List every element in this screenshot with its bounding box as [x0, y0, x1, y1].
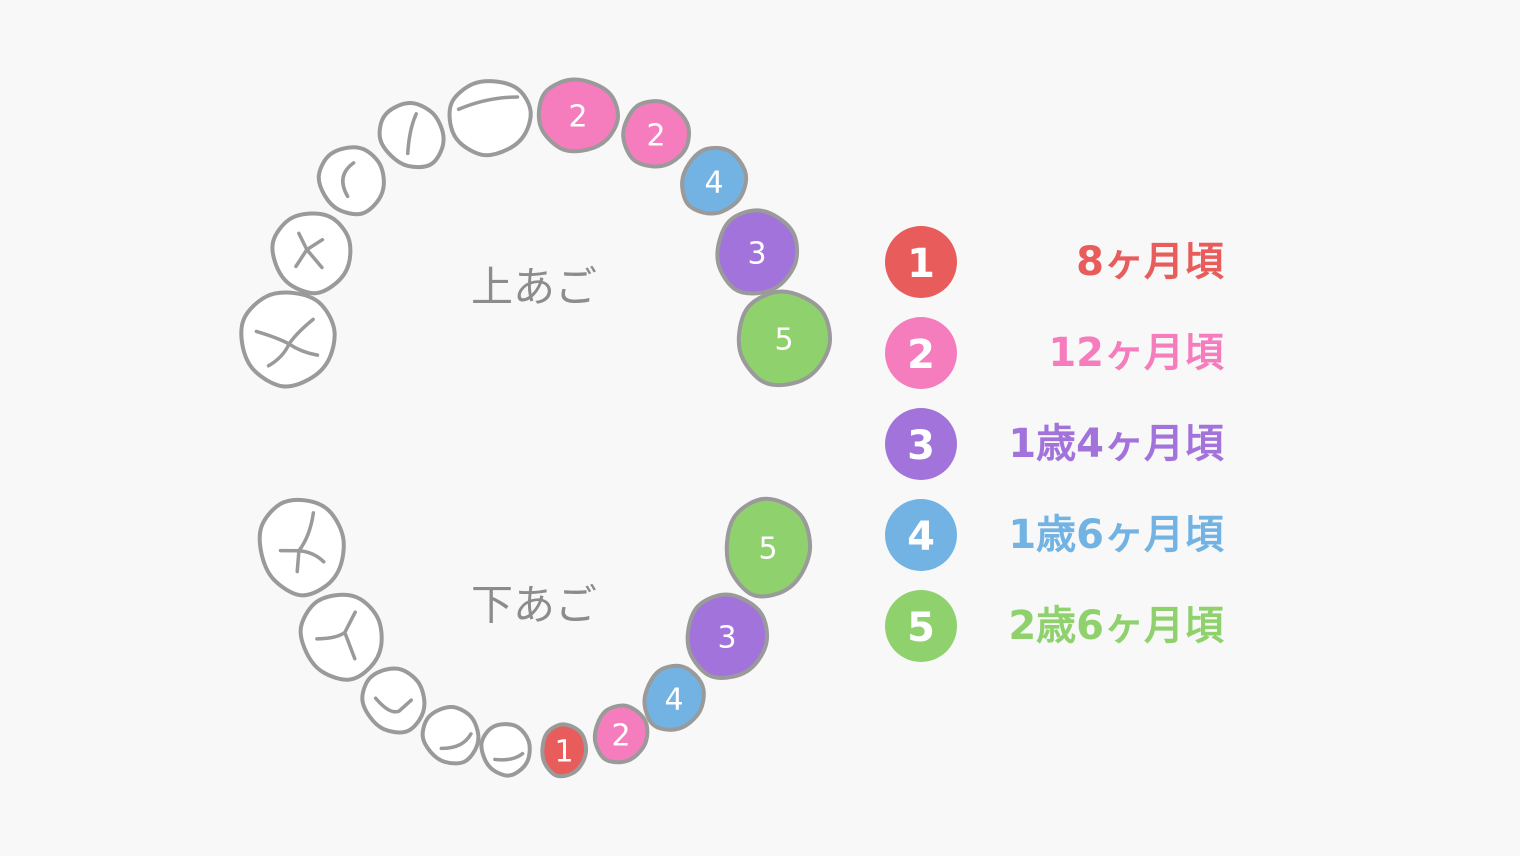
lower-jaw: 1 243 5 [257, 496, 813, 779]
upper-tooth-number: 2 [568, 100, 587, 135]
lower-tooth-7 [592, 703, 650, 765]
lower-tooth-shape [592, 703, 650, 765]
legend-item: 3 1歳4ヶ月頃 [885, 408, 1224, 480]
legend-label: 1歳6ヶ月頃 [1008, 512, 1224, 558]
legend-badge [885, 226, 957, 298]
lower-tooth-shape [298, 592, 384, 682]
lower-tooth-groove [315, 610, 357, 661]
legend-label: 12ヶ月頃 [1048, 330, 1224, 376]
upper-tooth-7 [621, 99, 691, 169]
lower-tooth-number: 5 [758, 532, 777, 567]
upper-tooth-shape [621, 99, 691, 169]
legend-badge [885, 408, 957, 480]
upper-tooth-6 [536, 77, 620, 154]
lower-tooth-6 [540, 722, 589, 779]
upper-tooth-3 [316, 145, 386, 217]
lower-tooth-3 [360, 666, 427, 735]
upper-tooth-10 [736, 289, 832, 388]
lower-tooth-9 [685, 592, 770, 680]
legend-number: 4 [907, 514, 935, 560]
legend-badge [885, 499, 957, 571]
upper-tooth-shape [715, 208, 800, 296]
upper-jaw-label: 上あご [471, 263, 597, 312]
upper-tooth-shape [270, 211, 353, 296]
lower-tooth-shape [479, 722, 532, 778]
lower-tooth-10 [724, 496, 813, 599]
lower-tooth-groove [278, 511, 326, 574]
lower-tooth-number: 3 [717, 621, 736, 656]
upper-tooth-shape [239, 290, 337, 389]
lower-tooth-groove [373, 696, 413, 714]
lower-tooth-1 [257, 497, 346, 598]
lower-tooth-shape [642, 663, 706, 732]
lower-tooth-2 [298, 592, 384, 682]
lower-tooth-number: 4 [664, 683, 683, 718]
upper-tooth-shape [680, 145, 749, 216]
legend-label: 8ヶ月頃 [1076, 239, 1224, 285]
lower-tooth-5 [479, 722, 532, 778]
lower-tooth-shape [540, 722, 589, 779]
upper-tooth-number: 3 [747, 237, 766, 272]
upper-tooth-number: 5 [774, 323, 793, 358]
legend-item: 1 8ヶ月頃 [885, 226, 1224, 298]
lower-tooth-shape [420, 705, 481, 766]
lower-jaw-label: 下あご [471, 581, 597, 630]
upper-tooth-number: 2 [646, 119, 665, 154]
lower-tooth-groove [439, 732, 473, 751]
lower-tooth-8 [642, 663, 706, 732]
legend-item: 4 1歳6ヶ月頃 [885, 499, 1224, 571]
upper-tooth-9 [715, 208, 800, 296]
legend-item: 5 2歳6ヶ月頃 [885, 590, 1224, 662]
upper-jaw: 2 2 4 3 5 [239, 77, 832, 389]
eruption-legend: 1 8ヶ月頃 2 12ヶ月頃 3 1歳4ヶ月頃 4 1歳6ヶ月頃 5 2歳6ヶ月頃 [885, 226, 1224, 662]
lower-tooth-groove [493, 751, 525, 762]
legend-number: 2 [907, 332, 935, 378]
legend-item: 2 12ヶ月頃 [885, 317, 1224, 389]
legend-number: 3 [907, 423, 935, 469]
upper-tooth-number: 4 [704, 166, 723, 201]
legend-badge [885, 590, 957, 662]
lower-tooth-4 [420, 705, 481, 766]
upper-tooth-shape [447, 79, 533, 158]
upper-tooth-shape [316, 145, 386, 217]
lower-tooth-shape [685, 592, 770, 680]
upper-tooth-shape [536, 77, 620, 154]
legend-label: 1歳4ヶ月頃 [1008, 421, 1224, 467]
legend-badge [885, 317, 957, 389]
upper-tooth-groove [456, 95, 520, 112]
lower-tooth-shape [360, 666, 427, 735]
legend-number: 1 [907, 241, 935, 287]
lower-tooth-shape [724, 496, 813, 599]
upper-tooth-4 [377, 101, 446, 170]
upper-tooth-1 [239, 290, 337, 389]
upper-tooth-groove [294, 231, 325, 270]
upper-tooth-8 [680, 145, 749, 216]
upper-tooth-2 [270, 211, 353, 296]
upper-tooth-shape [736, 289, 832, 388]
upper-tooth-5 [447, 79, 533, 158]
lower-tooth-number: 2 [611, 719, 630, 754]
upper-tooth-groove [341, 161, 356, 199]
legend-label: 2歳6ヶ月頃 [1008, 603, 1224, 649]
upper-tooth-groove [254, 317, 320, 368]
lower-tooth-number: 1 [554, 735, 573, 770]
upper-tooth-groove [406, 112, 418, 156]
legend-number: 5 [907, 605, 935, 651]
